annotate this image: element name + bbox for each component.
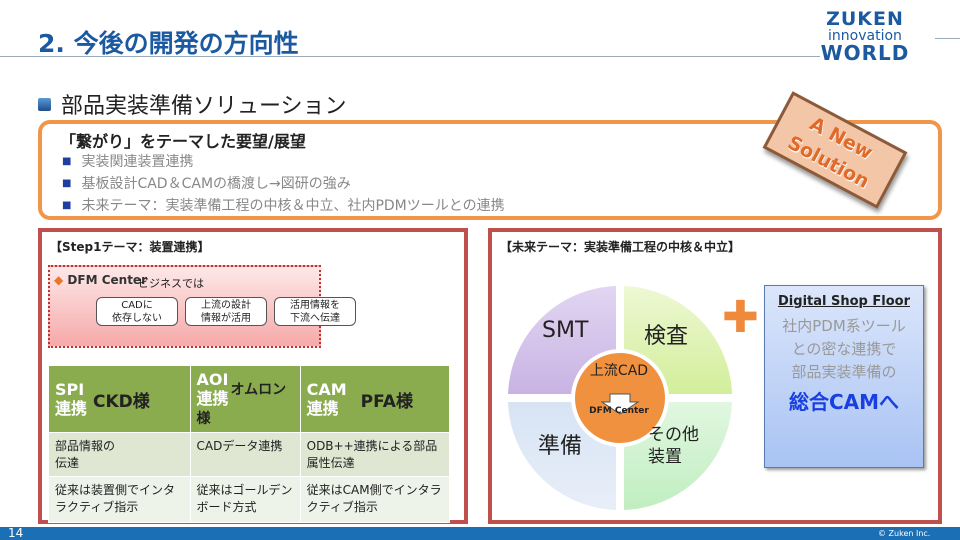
table-row: 従来は装置側でインタラクティブ指示 従来はゴールデンボード方式 従来はCAM側で… [48, 476, 451, 523]
header-key: CAM 連携 [306, 380, 347, 418]
cube-bullet-icon [38, 97, 51, 111]
header-key: SPI 連携 [55, 380, 88, 418]
table-cell: 従来はCAM側でインタラクティブ指示 [299, 476, 451, 523]
table-header-cell: CAM 連携 PFA様 [299, 365, 451, 433]
logo-line: ZUKEN [826, 8, 904, 30]
dfm-logo-text: DFM Center [67, 273, 147, 287]
table-cell: CADデータ連携 [189, 432, 301, 477]
page-title: 2. 今後の開発の方向性 [38, 29, 299, 58]
dsf-text-line: との密な連携で [791, 340, 897, 358]
section-subtitle: 部品実装準備ソリューション [38, 88, 347, 120]
header-partner: CKD様 [93, 391, 150, 412]
dfm-business-label: ビジネスでは [138, 277, 204, 290]
quadrant-label-smt: SMT [542, 318, 589, 343]
feature-pill: 上流の設計 情報が活用 [185, 297, 267, 326]
process-cycle-diagram [508, 286, 732, 510]
feature-pill: CADに 依存しない [96, 297, 178, 326]
table-cell: 部品情報の 伝達 [48, 432, 191, 477]
table-row: 部品情報の 伝達 CADデータ連携 ODB++連携による部品属性伝達 [48, 432, 451, 477]
needs-heading: 「繋がり」をテーマした要望/展望 [60, 132, 306, 151]
header-key: AOI 連携 [196, 370, 229, 408]
table-cell: 従来はゴールデンボード方式 [189, 476, 301, 523]
needs-item: 実装関連装置連携 [62, 152, 505, 174]
down-arrow-icon [600, 393, 640, 415]
needs-box: 「繋がり」をテーマした要望/展望 実装関連装置連携 基板設計CAD＆CAMの橋渡… [38, 120, 942, 220]
table-header-cell: AOI 連携オムロン様 [189, 365, 301, 433]
plus-icon: ✚ [722, 292, 759, 343]
dfm-center-banner: ◆ DFM Center ビジネスでは CADに 依存しない 上流の設計 情報が… [48, 265, 356, 348]
dsf-goal: 総合CAMへ [788, 390, 900, 414]
footer-bar [0, 527, 960, 540]
header-partner: オムロン様 [196, 382, 287, 427]
zuken-logo: ZUKEN innovation WORLD [820, 8, 910, 65]
center-dfm-logo: DFM Center [589, 406, 649, 416]
dfm-logo-icon: ◆ [54, 273, 64, 287]
header-partner: PFA様 [360, 391, 413, 412]
logo-line: WORLD [820, 41, 910, 65]
table-cell: 従来は装置側でインタラクティブ指示 [48, 476, 191, 523]
quadrant-label-other: その他 装置 [648, 425, 699, 467]
title-divider [935, 38, 960, 39]
needs-item: 未来テーマ：実装準備工程の中核＆中立、社内PDMツールとの連携 [62, 196, 504, 218]
digital-shop-floor-logo: Digital Shop Floor [778, 294, 910, 309]
step1-heading: 【Step1テーマ：装置連携】 [50, 240, 210, 254]
logo-line: innovation [828, 28, 902, 44]
quadrant-label-prep: 準備 [538, 434, 583, 459]
copyright: © Zuken Inc. [878, 529, 931, 538]
future-panel: 【未来テーマ：実装準備工程の中核＆中立】 [488, 228, 942, 524]
dfm-center-logo: ◆ DFM Center [54, 273, 147, 287]
digital-shop-floor-box: Digital Shop Floor 社内PDM系ツール との密な連携で 部品実… [764, 285, 924, 468]
subtitle-text: 部品実装準備ソリューション [61, 94, 347, 119]
feature-pill: 活用情報を 下流へ伝達 [274, 297, 356, 326]
dsf-text-line: 社内PDM系ツール [782, 317, 906, 335]
center-label: 上流CAD [589, 363, 649, 379]
needs-item: 基板設計CAD＆CAMの橋渡し→図研の強み [62, 174, 505, 196]
dsf-text-line: 部品実装準備の [791, 363, 897, 381]
table-cell: ODB++連携による部品属性伝達 [299, 432, 451, 477]
page-number: 14 [8, 526, 24, 540]
future-heading: 【未来テーマ：実装準備工程の中核＆中立】 [500, 240, 741, 254]
title-divider [0, 56, 820, 57]
quadrant-label-inspection: 検査 [644, 324, 689, 349]
